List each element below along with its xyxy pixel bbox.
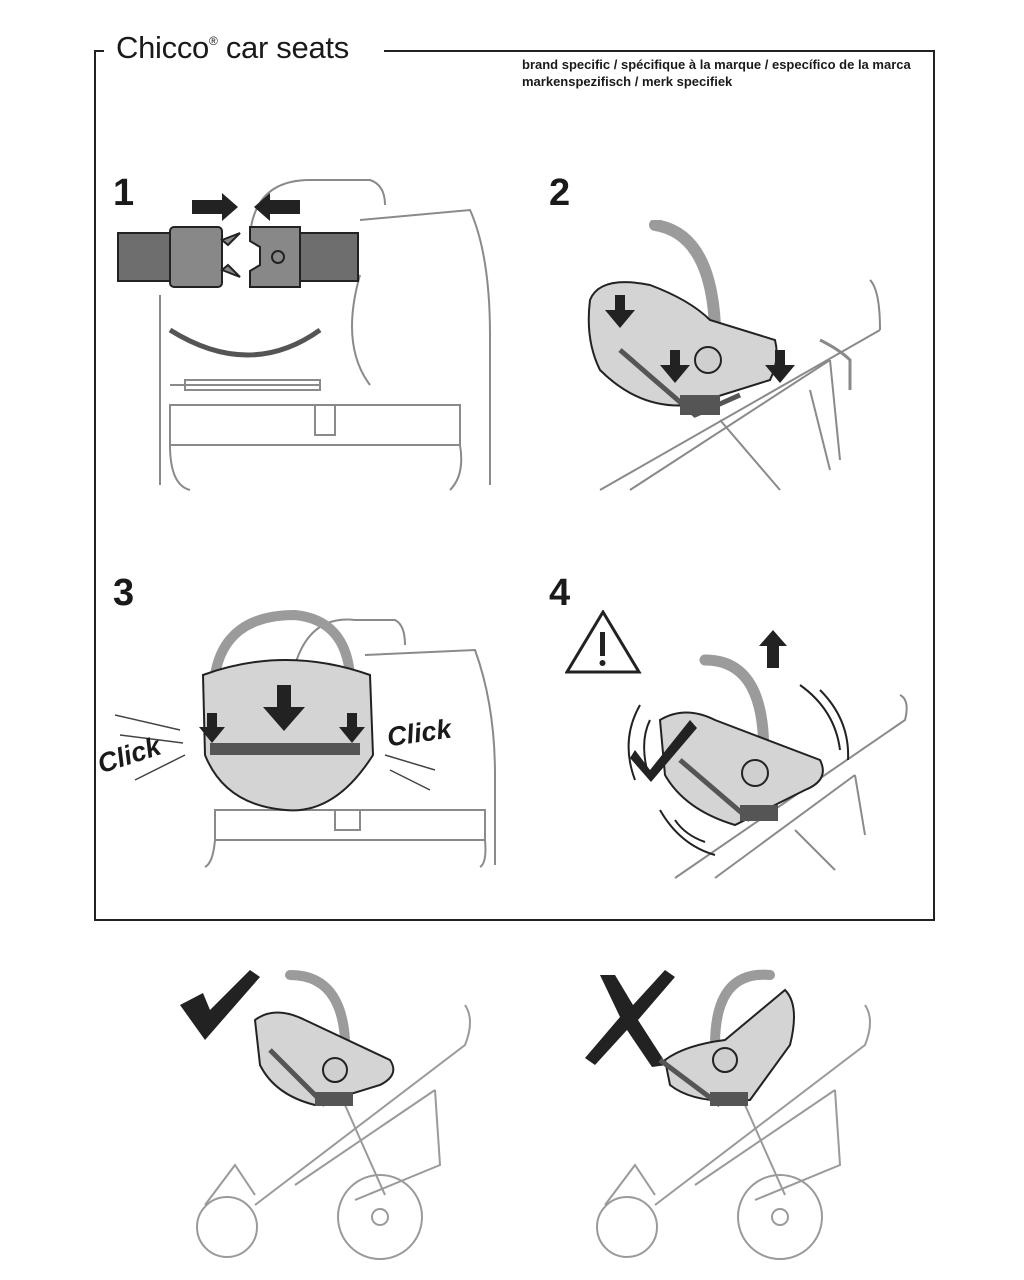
step-number-3: 3 [113,572,135,614]
brand-specific-note: brand specific / spécifique à la marque … [522,56,911,90]
step2-place-seat-illustration [587,220,881,491]
subtitle-line-2: markenspezifisch / merk specifiek [522,74,733,89]
instructions-frame [94,50,935,921]
arrow-up-icon [759,630,787,668]
cross-icon [585,970,675,1067]
arrow-right-icon [192,193,238,221]
step3-click-illustration [114,609,496,868]
subtitle-line-1: brand specific / spécifique à la marque … [522,57,911,72]
arrow-down-icon [199,685,365,743]
arrow-left-icon [254,193,300,221]
incorrect-position-illustration [585,969,871,1260]
frame-border-top-left [94,50,104,52]
step-number-4: 4 [549,572,571,614]
checkmark-icon [180,970,260,1040]
correct-position-illustration [180,970,471,1260]
step1-buckle-illustration [117,179,491,491]
step-number-1: 1 [113,172,135,214]
step-number-2: 2 [549,172,571,214]
page-title: Chicco® car seats [116,30,349,65]
step4-check-illustration [565,610,908,879]
frame-border-top-right [384,50,933,52]
warning-triangle-icon [565,610,642,674]
arrow-down-icon [605,295,795,383]
